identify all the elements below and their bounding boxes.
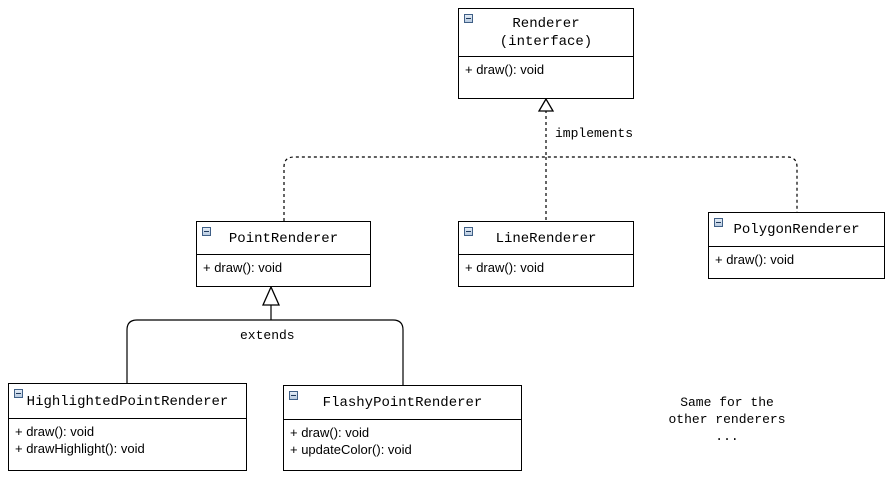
method: + draw(): void	[465, 62, 545, 77]
implements-connector	[283, 110, 798, 221]
class-name: HighlightedPointRenderer	[26, 394, 229, 410]
class-point-renderer[interactable]: PointRenderer + draw(): void	[196, 221, 371, 287]
note-line: other renderers	[668, 412, 786, 427]
class-name: FlashyPointRenderer	[322, 395, 483, 411]
class-line-renderer[interactable]: LineRenderer + draw(): void	[458, 221, 634, 287]
class-stereotype: (interface)	[499, 34, 593, 50]
collapse-icon[interactable]	[289, 391, 298, 400]
collapse-icon[interactable]	[464, 227, 473, 236]
implements-label: implements	[555, 126, 634, 141]
class-renderer-header: Renderer (interface)	[459, 9, 633, 57]
method: + draw(): void	[15, 424, 95, 439]
class-line-renderer-header: LineRenderer	[459, 222, 633, 255]
note-line: ...	[715, 429, 739, 444]
collapse-icon[interactable]	[714, 218, 723, 227]
class-point-renderer-header: PointRenderer	[197, 222, 370, 255]
class-name: PointRenderer	[228, 231, 339, 247]
note-text: Same for the other renderers ...	[637, 394, 817, 445]
extends-label: extends	[240, 328, 295, 343]
method: + draw(): void	[203, 260, 283, 275]
class-methods: + draw(): void	[459, 255, 633, 276]
class-name: LineRenderer	[495, 231, 597, 247]
method: + drawHighlight(): void	[15, 441, 145, 456]
class-name: Renderer	[512, 16, 580, 32]
collapse-icon[interactable]	[14, 389, 23, 398]
class-methods: + draw(): void	[197, 255, 370, 276]
class-polygon-renderer[interactable]: PolygonRenderer + draw(): void	[708, 212, 885, 279]
method: + draw(): void	[290, 425, 370, 440]
class-flashy-point-renderer-header: FlashyPointRenderer	[284, 386, 521, 420]
collapse-icon[interactable]	[202, 227, 211, 236]
class-highlighted-point-renderer[interactable]: HighlightedPointRenderer + draw(): void …	[8, 383, 247, 471]
implements-arrowhead	[537, 97, 555, 112]
class-name: PolygonRenderer	[733, 222, 860, 238]
class-methods: + draw(): void	[459, 57, 633, 78]
class-methods: + draw(): void + updateColor(): void	[284, 420, 521, 458]
class-methods: + draw(): void + drawHighlight(): void	[9, 419, 246, 457]
class-renderer[interactable]: Renderer (interface) + draw(): void	[458, 8, 634, 99]
extends-connector	[126, 305, 404, 385]
method: + draw(): void	[715, 252, 795, 267]
collapse-icon[interactable]	[464, 14, 473, 23]
class-polygon-renderer-header: PolygonRenderer	[709, 213, 884, 247]
class-highlighted-point-renderer-header: HighlightedPointRenderer	[9, 384, 246, 419]
method: + draw(): void	[465, 260, 545, 275]
note-line: Same for the	[680, 395, 774, 410]
extends-arrowhead	[261, 285, 281, 306]
class-methods: + draw(): void	[709, 247, 884, 268]
class-flashy-point-renderer[interactable]: FlashyPointRenderer + draw(): void + upd…	[283, 385, 522, 471]
method: + updateColor(): void	[290, 442, 412, 457]
